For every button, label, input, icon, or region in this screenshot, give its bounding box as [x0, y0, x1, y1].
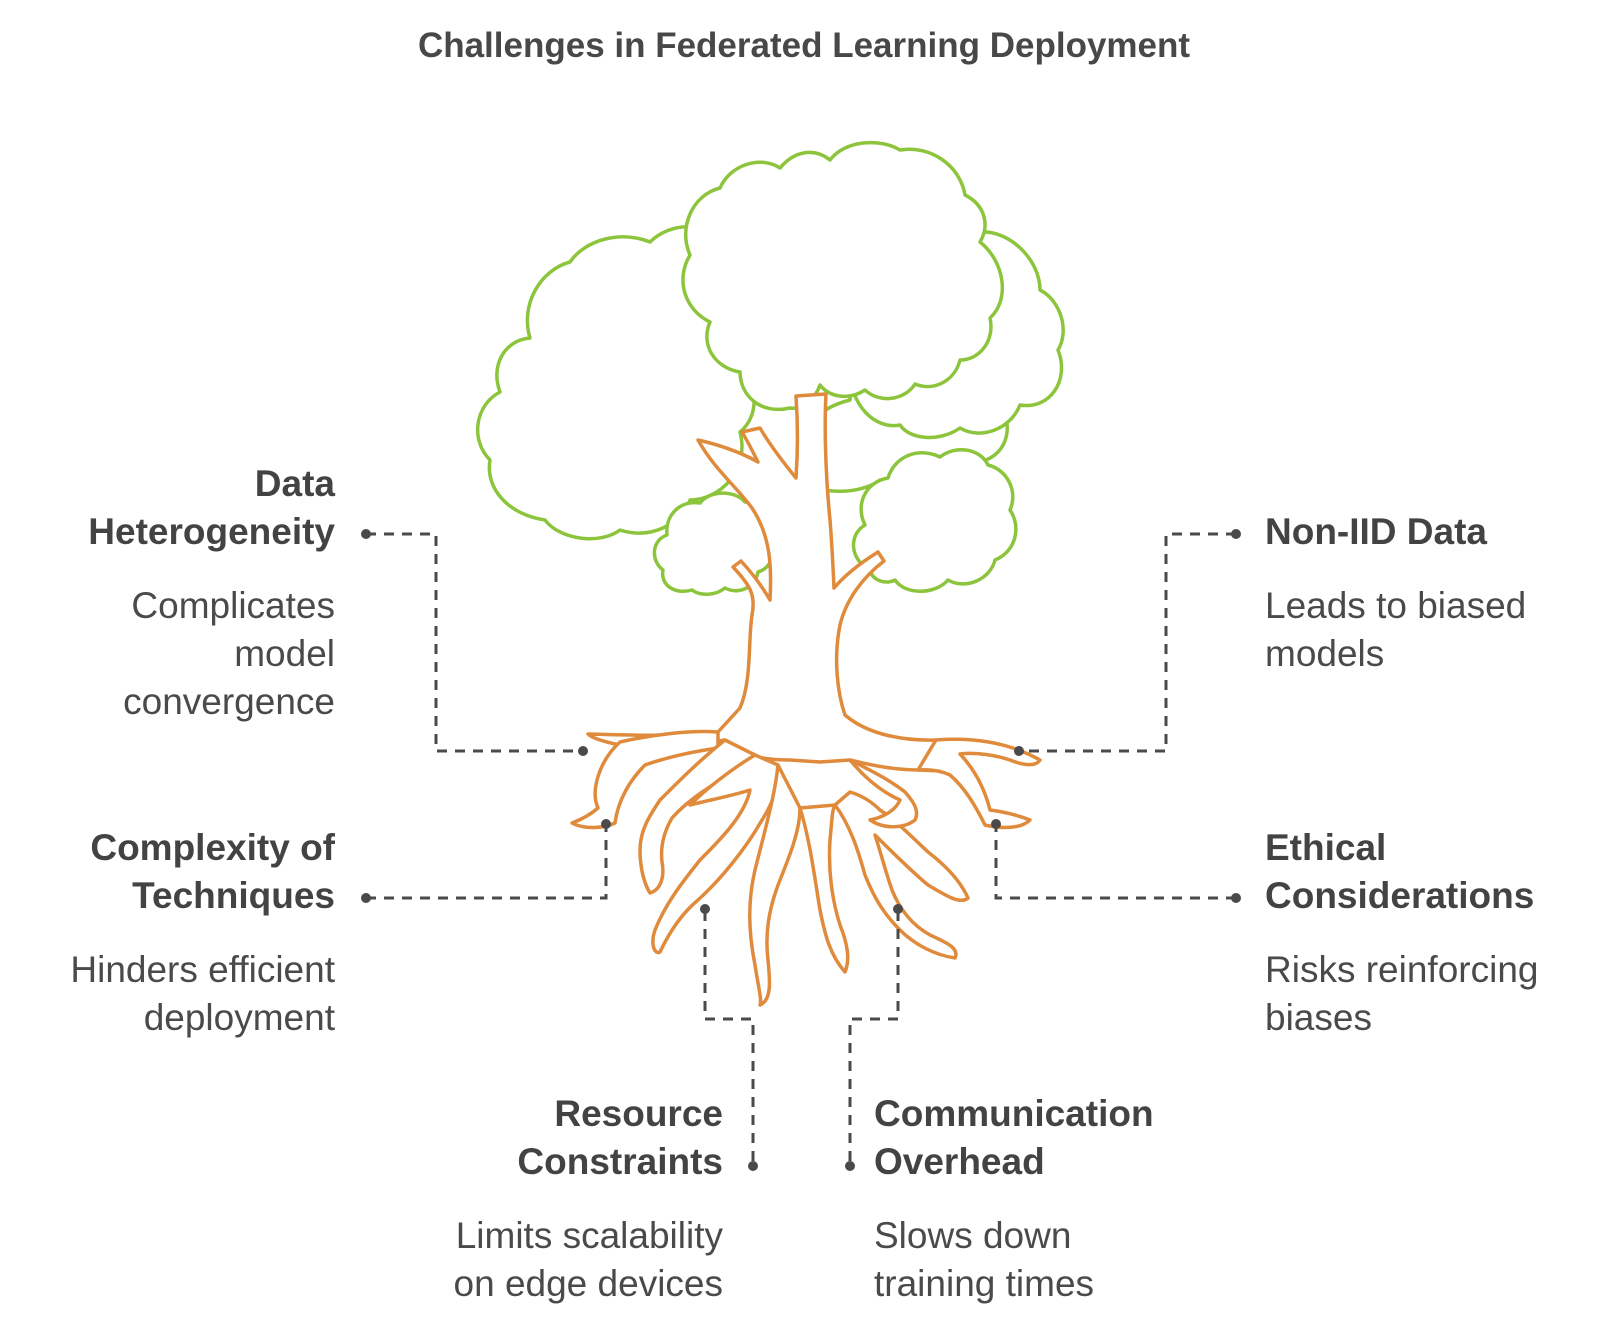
- leader-resource: [703, 911, 755, 1164]
- desc-communication-overhead: Slows down training times: [874, 1212, 1214, 1308]
- desc-ethical-considerations: Risks reinforcing biases: [1265, 946, 1595, 1042]
- leader-communication: [848, 911, 900, 1164]
- dot-communication-tree: [893, 904, 903, 914]
- desc-line: models: [1265, 633, 1385, 674]
- desc-line: Leads to biased: [1265, 585, 1527, 626]
- heading-resource-constraints: Resource Constraints: [383, 1090, 723, 1186]
- trunk-root-right-mid: [848, 758, 919, 829]
- dot-complexity-label: [361, 893, 371, 903]
- heading-data-heterogeneity: Data Heterogeneity: [0, 460, 335, 556]
- heading-line: Data: [254, 463, 335, 504]
- heading-complexity-of-techniques: Complexity of Techniques: [0, 824, 335, 920]
- desc-line: model: [234, 633, 335, 674]
- tree-canopy: [475, 140, 1065, 596]
- dot-data-heterogeneity-label: [361, 529, 371, 539]
- dot-complexity-tree: [601, 819, 611, 829]
- heading-communication-overhead: Communication Overhead: [874, 1090, 1214, 1186]
- heading-ethical-considerations: Ethical Considerations: [1265, 824, 1595, 920]
- desc-line: convergence: [123, 681, 335, 722]
- heading-line: Constraints: [517, 1141, 723, 1182]
- desc-non-iid-data: Leads to biased models: [1265, 582, 1585, 678]
- dot-resource-tree: [700, 904, 710, 914]
- heading-line: Overhead: [874, 1141, 1045, 1182]
- desc-data-heterogeneity: Complicates model convergence: [0, 582, 335, 726]
- heading-line: Ethical: [1265, 827, 1387, 868]
- dot-non-iid-tree: [1014, 746, 1024, 756]
- leader-non-iid-data: [1021, 532, 1236, 753]
- desc-line: on edge devices: [453, 1263, 723, 1304]
- heading-line: Non-IID Data: [1265, 511, 1487, 552]
- desc-line: Limits scalability: [455, 1215, 723, 1256]
- diagram-title: Challenges in Federated Learning Deploym…: [417, 26, 1191, 65]
- trunk-root-center-left: [748, 763, 802, 1007]
- trunk-root-center-right: [798, 803, 850, 974]
- leader-ethical: [994, 826, 1236, 900]
- desc-line: biases: [1265, 997, 1372, 1038]
- heading-non-iid-data: Non-IID Data: [1265, 508, 1585, 556]
- leader-data-heterogeneity: [366, 532, 581, 753]
- desc-complexity-of-techniques: Hinders efficient deployment: [0, 946, 335, 1042]
- canopy-small-right-cloud: [851, 448, 1018, 593]
- dot-ethical-tree: [991, 819, 1001, 829]
- dot-resource-label: [748, 1161, 758, 1171]
- heading-line: Techniques: [132, 875, 335, 916]
- dot-non-iid-label: [1231, 529, 1241, 539]
- heading-line: Resource: [554, 1093, 723, 1134]
- trunk-root-far-left: [570, 729, 720, 830]
- tree-trunk: [570, 392, 1042, 1007]
- heading-line: Communication: [874, 1093, 1154, 1134]
- desc-line: Risks reinforcing: [1265, 949, 1539, 990]
- dot-data-heterogeneity-tree: [578, 746, 588, 756]
- desc-resource-constraints: Limits scalability on edge devices: [383, 1212, 723, 1308]
- dot-ethical-label: [1231, 893, 1241, 903]
- desc-line: deployment: [143, 997, 335, 1038]
- leader-lines: [361, 529, 1241, 1171]
- heading-line: Heterogeneity: [88, 511, 335, 552]
- desc-line: Hinders efficient: [70, 949, 335, 990]
- desc-line: Slows down: [874, 1215, 1072, 1256]
- heading-line: Complexity of: [90, 827, 335, 868]
- trunk-root-right-inner: [833, 790, 970, 960]
- trunk-root-far-right: [916, 737, 1042, 830]
- canopy-center-cloud: [681, 140, 1005, 412]
- heading-line: Considerations: [1265, 875, 1535, 916]
- trunk-root-left-inner: [651, 753, 781, 955]
- desc-line: training times: [874, 1263, 1095, 1304]
- leader-complexity: [366, 826, 608, 900]
- dot-communication-label: [845, 1161, 855, 1171]
- desc-line: Complicates: [131, 585, 335, 626]
